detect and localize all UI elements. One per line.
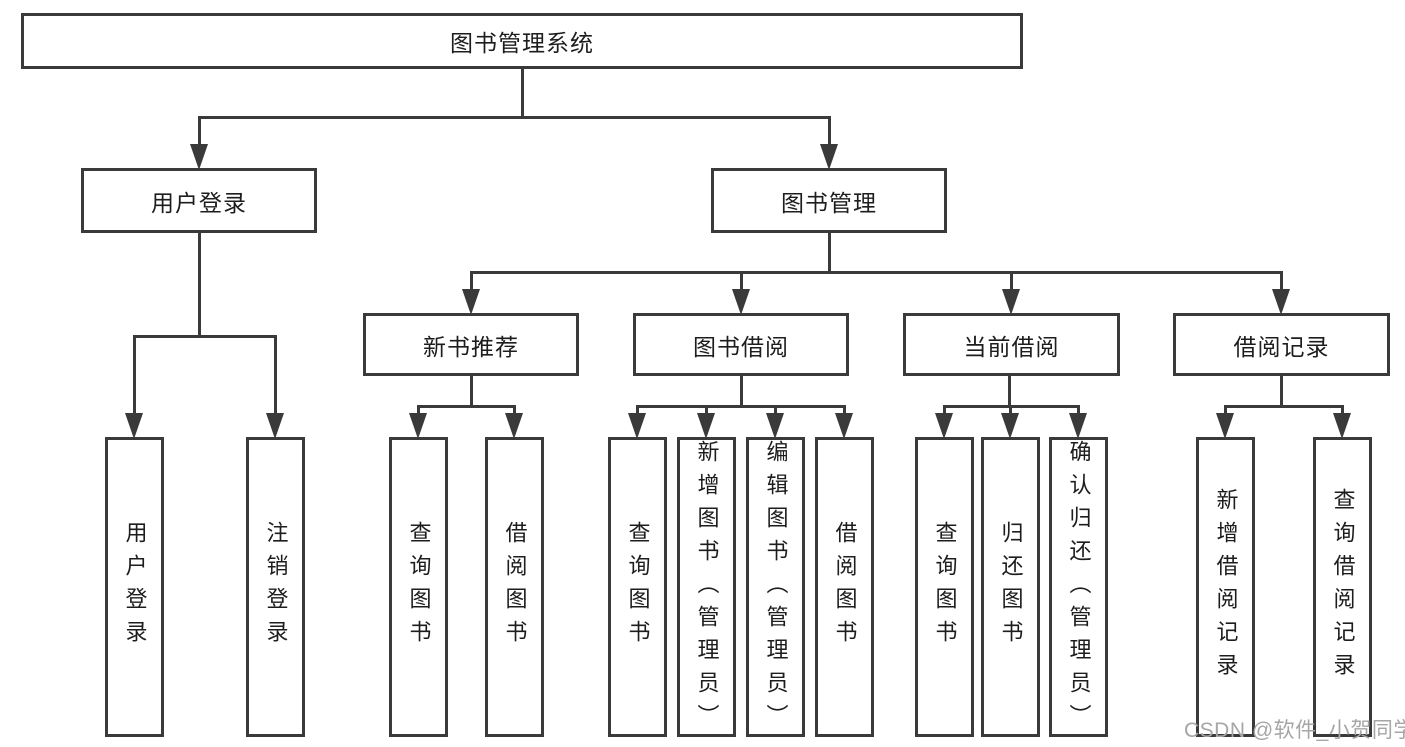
node-root: 图书管理系统 (21, 13, 1023, 69)
leaf-query-record: 查询借阅记录 (1313, 437, 1372, 737)
connector-line (198, 233, 201, 337)
leaf-return-book-label: 归还图书 (998, 521, 1024, 653)
leaf-edit-book-label: 编辑图书（管理员） (763, 440, 789, 737)
arrow-down-icon (835, 413, 853, 439)
connector-line (470, 376, 473, 407)
arrow-down-icon (732, 289, 750, 315)
arrow-down-icon (1272, 289, 1290, 315)
connector-line (843, 405, 846, 417)
arrow-down-icon (125, 413, 143, 439)
leaf-edit-book: 编辑图书（管理员） (746, 437, 805, 737)
arrow-down-icon (1002, 289, 1020, 315)
connector-line (417, 405, 420, 417)
connector-line (636, 405, 845, 408)
arrow-down-icon (628, 413, 646, 439)
arrow-down-icon (1069, 413, 1087, 439)
connector-line (1280, 271, 1283, 293)
node-new-book-rec: 新书推荐 (363, 313, 579, 376)
leaf-return-book: 归还图书 (981, 437, 1040, 737)
connector-line (133, 335, 136, 417)
leaf-query-book-3: 查询图书 (915, 437, 974, 737)
arrow-down-icon (1216, 413, 1234, 439)
leaf-confirm-return-label: 确认归还（管理员） (1066, 440, 1092, 737)
arrow-down-icon (1001, 413, 1019, 439)
arrow-down-icon (409, 413, 427, 439)
connector-line (1009, 405, 1012, 417)
connector-line (1341, 405, 1344, 417)
leaf-borrow-book-2-label: 借阅图书 (832, 521, 858, 653)
arrow-down-icon (190, 144, 208, 170)
connector-line (636, 405, 639, 417)
leaf-user-login: 用户登录 (105, 437, 164, 737)
connector-line (828, 233, 831, 274)
connector-line (1077, 405, 1080, 417)
connector-line (521, 69, 524, 117)
connector-line (1280, 376, 1283, 407)
leaf-query-book-2: 查询图书 (608, 437, 667, 737)
leaf-query-book-1-label: 查询图书 (406, 521, 432, 653)
node-book-mgmt: 图书管理 (711, 168, 947, 233)
leaf-add-book: 新增图书（管理员） (677, 437, 736, 737)
leaf-borrow-book-1: 借阅图书 (485, 437, 544, 737)
connector-line (1224, 405, 1343, 408)
connector-line (417, 405, 516, 408)
leaf-user-login-label: 用户登录 (122, 521, 148, 653)
leaf-query-book-1: 查询图书 (389, 437, 448, 737)
connector-line (513, 405, 516, 417)
leaf-logout-label: 注销登录 (263, 521, 289, 653)
leaf-confirm-return: 确认归还（管理员） (1049, 437, 1108, 737)
arrow-down-icon (820, 144, 838, 170)
connector-line (740, 376, 743, 407)
leaf-query-book-2-label: 查询图书 (625, 521, 651, 653)
leaf-query-record-label: 查询借阅记录 (1330, 488, 1356, 686)
node-book-borrow: 图书借阅 (633, 313, 849, 376)
leaf-query-book-3-label: 查询图书 (932, 521, 958, 653)
connector-line (1010, 271, 1013, 293)
arrow-down-icon (266, 413, 284, 439)
arrow-down-icon (462, 289, 480, 315)
connector-line (774, 405, 777, 417)
connector-line (828, 116, 831, 148)
node-borrow-records: 借阅记录 (1173, 313, 1390, 376)
connector-line (198, 116, 831, 119)
connector-line (274, 335, 277, 417)
leaf-add-record: 新增借阅记录 (1196, 437, 1255, 737)
arrow-down-icon (935, 413, 953, 439)
leaf-add-record-label: 新增借阅记录 (1213, 488, 1239, 686)
connector-line (740, 271, 743, 293)
connector-line (943, 405, 946, 417)
leaf-logout: 注销登录 (246, 437, 305, 737)
connector-line (1224, 405, 1227, 417)
arrow-down-icon (1333, 413, 1351, 439)
node-current-borrow: 当前借阅 (903, 313, 1120, 376)
leaf-borrow-book-2: 借阅图书 (815, 437, 874, 737)
connector-line (1008, 376, 1011, 407)
connector-line (470, 271, 473, 293)
arrow-down-icon (697, 413, 715, 439)
node-user-login: 用户登录 (81, 168, 317, 233)
connector-line (705, 405, 708, 417)
connector-line (470, 271, 1282, 274)
leaf-add-book-label: 新增图书（管理员） (694, 440, 720, 737)
arrow-down-icon (766, 413, 784, 439)
watermark: CSDN @软件_小贺同学 (1184, 719, 1405, 742)
arrow-down-icon (505, 413, 523, 439)
connector-line (198, 116, 201, 148)
leaf-borrow-book-1-label: 借阅图书 (502, 521, 528, 653)
connector-line (133, 335, 277, 338)
